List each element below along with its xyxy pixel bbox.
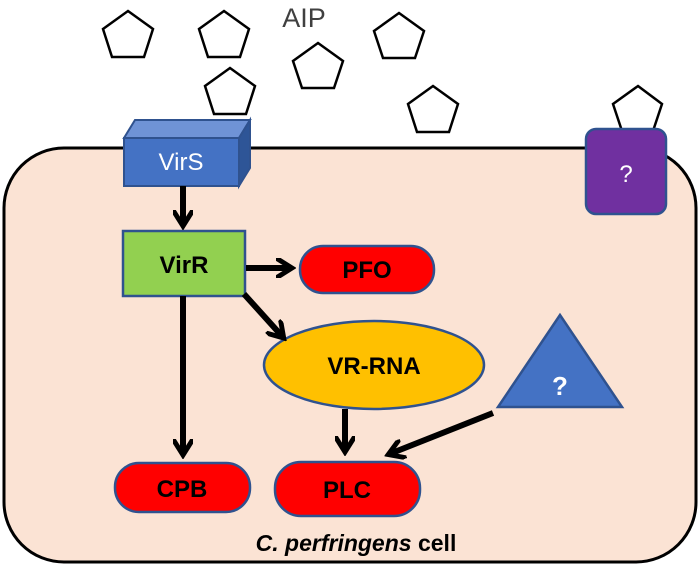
- virr-regulator: VirR: [121, 229, 247, 298]
- aip-label: AIP: [282, 3, 326, 33]
- aip-pentagon-icon: [203, 66, 257, 116]
- aip-pentagon-icon: [197, 9, 251, 59]
- virs-sensor: VirS: [122, 116, 252, 190]
- pfo-toxin: PFO: [298, 244, 436, 295]
- cell-label: C. perfringens cell: [256, 530, 457, 556]
- virs-label: VirS: [159, 149, 204, 176]
- cpb-label: CPB: [157, 476, 208, 503]
- cpb-toxin: CPB: [113, 461, 252, 514]
- unknown-receptor: ?: [584, 127, 668, 216]
- pathway-arrows: [183, 186, 495, 453]
- vr-rna: VR-RNA: [262, 319, 486, 411]
- arrow-virr-to-vr-rna: [241, 291, 281, 335]
- pfo-label: PFO: [342, 257, 391, 284]
- plc-toxin: PLC: [273, 460, 422, 518]
- virr-label: VirR: [160, 252, 209, 279]
- aip-pentagon-icon: [291, 41, 345, 90]
- unknown-factor: ?: [495, 312, 625, 409]
- plc-label: PLC: [323, 477, 371, 504]
- aip-molecules: [101, 9, 664, 134]
- aip-pentagon-icon: [406, 84, 460, 134]
- vr-rna-label: VR-RNA: [327, 353, 420, 380]
- aip-pentagon-icon: [101, 9, 155, 59]
- unknown-factor-label: ?: [552, 371, 568, 401]
- aip-pentagon-icon: [611, 84, 664, 133]
- unknown-receptor-label: ?: [619, 161, 632, 188]
- cell-species-name: C. perfringens: [256, 530, 412, 556]
- arrow-factor-to-plc: [392, 410, 495, 453]
- aip-pentagon-icon: [372, 11, 426, 60]
- cell-word: cell: [418, 530, 456, 556]
